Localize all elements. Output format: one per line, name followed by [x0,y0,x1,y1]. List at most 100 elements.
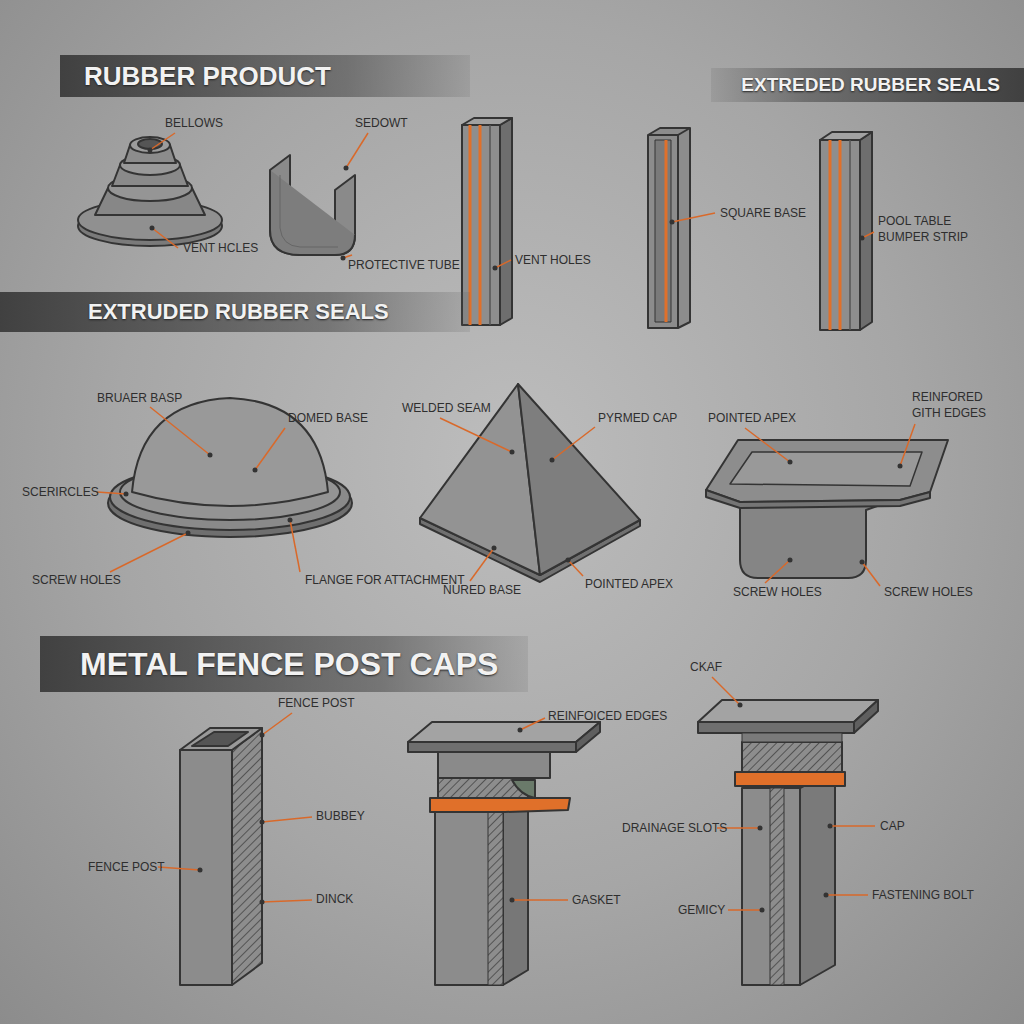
part-label: GASKET [572,893,621,909]
leader-line [150,407,210,455]
fence-post-figure [698,700,878,985]
part-label: FLANGE FOR ATTACHMENT [305,573,465,589]
leader-line [672,213,715,222]
leader-dot [788,558,793,563]
leader-line [470,548,494,581]
leader-dot [860,236,865,241]
leader-dot [198,868,203,873]
part-label: VENT HCLES [183,241,258,257]
leader-dot [260,820,265,825]
section-heading: METAL FENCE POST CAPS [80,646,498,683]
bumper-strip-figure [820,132,872,330]
leader-dot [758,826,763,831]
leader-dot [788,460,793,465]
leader-dot [828,824,833,829]
leader-line [152,228,178,248]
part-label: CKAF [690,660,722,676]
leader-dot [288,518,293,523]
leader-dot [738,703,743,708]
leader-line [262,713,292,735]
part-label: PYRMED CAP [598,411,677,427]
part-label: BRUAER BASP [97,391,182,407]
leader-dot [824,893,829,898]
part-label: REINFOICED EDGES [548,709,667,725]
leader-line [262,817,312,822]
part-label: WELDED SEAM [402,401,491,417]
protective-tube-figure [270,155,355,255]
leader-line [568,560,583,576]
leader-line [900,424,915,466]
section-band: RUBBER PRODUCT [60,55,470,97]
leader-line [745,428,790,462]
leader-line [262,900,312,902]
part-label: BELLOWS [165,116,223,132]
leader-line [728,909,762,911]
part-label: PROTECTIVE TUBE [348,258,460,274]
leader-dot [124,492,129,497]
part-label: REINFORED GITH EDGES [912,390,1012,421]
leader-dot [341,256,346,261]
leader-line [346,133,368,168]
leader-line [255,428,285,470]
leader-dot [670,220,675,225]
part-label: NURED BASE [443,583,521,599]
leader-dot [566,558,571,563]
part-label: FASTENING BOLT [872,888,974,904]
square-cap-figure [706,440,948,578]
part-label: VENT HOLES [515,253,591,269]
section-band: EXTREDED RUBBER SEALS [711,68,1024,102]
leader-line [712,677,740,705]
leader-dot [150,226,155,231]
part-label: SCERIRCLES [22,485,99,501]
part-label: SCREW HOLES [733,585,822,601]
leader-dot [550,458,555,463]
leader-dot [898,464,903,469]
leader-dot [186,531,191,536]
leader-dot [492,546,497,551]
leader-dot [493,266,498,271]
leader-line [520,718,545,730]
leader-dot [510,898,515,903]
leader-line [440,418,512,452]
leader-line [552,427,595,460]
leader-line [290,520,300,572]
section-heading: EXTRUDED RUBBER SEALS [88,299,389,325]
part-label: SEDOWT [355,116,408,132]
part-label: FENCE POST [88,860,165,876]
part-label: BUBBEY [316,809,365,825]
leader-line [150,133,175,150]
section-heading: RUBBER PRODUCT [84,61,331,92]
leader-line [97,492,126,494]
section-heading: EXTREDED RUBBER SEALS [741,74,1000,96]
leader-dot [253,468,258,473]
part-label: DOMED BASE [288,411,368,427]
part-label: FENCE POST [278,696,355,712]
leader-dot [344,166,349,171]
leader-dot [760,908,765,913]
fence-post-figure [180,728,262,985]
part-label: GEMICY [678,903,725,919]
leader-line [830,825,875,827]
leader-dot [260,900,265,905]
part-label: DRAINAGE SLOTS [622,821,727,837]
part-label: SCREW HOLES [884,585,973,601]
part-label: SCREW HOLES [32,573,121,589]
leader-dot [148,148,153,153]
part-label: SQUARE BASE [720,206,806,222]
part-label: DINCK [316,892,353,908]
leader-dot [260,733,265,738]
fence-post-figure [408,722,600,985]
section-band: METAL FENCE POST CAPS [40,636,528,692]
leader-line [862,562,880,586]
leader-line [495,260,511,268]
extruded-strip-figure [648,128,690,328]
part-label: POINTED APEX [585,577,673,593]
part-label: CAP [880,819,905,835]
part-label: POOL TABLE BUMPER STRIP [878,214,978,245]
leader-line [765,560,790,583]
section-band: EXTRUDED RUBBER SEALS [0,292,470,332]
leader-line [826,894,868,896]
leader-line [110,533,188,572]
leader-dot [510,450,515,455]
leader-dot [860,560,865,565]
